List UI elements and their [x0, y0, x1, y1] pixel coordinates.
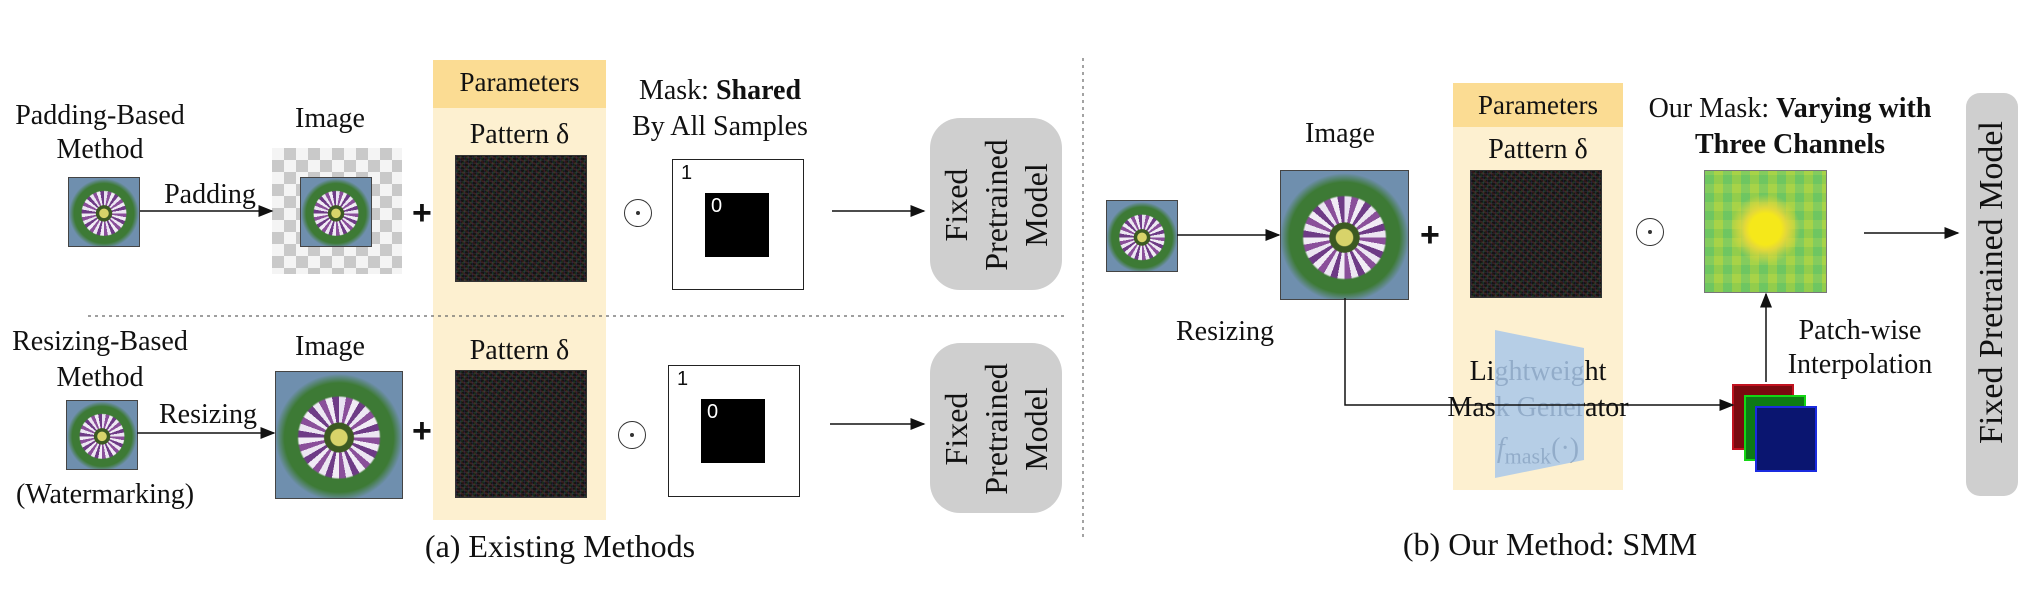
params-header-a: Parameters	[433, 60, 606, 108]
top-shared-mask: 1 0	[672, 159, 804, 290]
top-mask-inner: 0	[705, 193, 769, 257]
bottom-mask-inner: 0	[701, 399, 765, 463]
top-hadamard-operator	[624, 199, 652, 227]
smm-mask-label-bold-line1: Varying with	[1776, 93, 1932, 124]
mask-generator-trapezoid	[1495, 330, 1584, 478]
top-mask-label: Mask: Shared	[620, 74, 820, 108]
smm-pattern-label: Pattern δ	[1488, 134, 1588, 165]
resizing-method-label-line3: (Watermarking)	[15, 479, 195, 510]
caption-existing-methods: (a) Existing Methods	[424, 528, 696, 564]
interp-label-line1: Patch-wise	[1798, 315, 1922, 346]
resized-image	[275, 371, 403, 499]
resizing-method-label-line2: Method	[56, 362, 144, 393]
smm-image-label: Image	[1305, 118, 1375, 149]
padding-arrow-label: Padding	[164, 179, 256, 210]
padded-image-content	[300, 177, 372, 247]
top-fixed-model	[930, 118, 1062, 290]
top-input-image	[68, 177, 140, 247]
smm-plus-operator: +	[1420, 216, 1440, 254]
top-plus-operator: +	[412, 194, 432, 232]
top-mask-label-line2: By All Samples	[632, 111, 808, 142]
image-to-generator-line	[1344, 298, 1735, 411]
params-header-b: Parameters	[1453, 83, 1623, 127]
smm-mask-label-line2: Three Channels	[1630, 128, 1950, 162]
channel-blue	[1755, 406, 1817, 472]
padding-method-label-line1: Padding-Based	[15, 100, 185, 131]
top-image-label: Image	[295, 103, 365, 134]
bottom-pattern-delta	[455, 370, 587, 498]
bottom-mask-inner-value: 0	[707, 401, 719, 423]
smm-resized-image	[1280, 170, 1409, 300]
top-pattern-label: Pattern δ	[469, 119, 570, 150]
top-pattern-delta	[455, 155, 587, 282]
smm-varying-mask	[1704, 170, 1827, 293]
bottom-image-label: Image	[295, 331, 365, 362]
bottom-input-image	[66, 400, 138, 470]
bottom-hadamard-operator	[618, 421, 646, 449]
bottom-shared-mask: 1 0	[668, 365, 800, 497]
smm-input-image	[1106, 200, 1178, 272]
smm-mask-label-bold-line2: Three Channels	[1694, 129, 1886, 160]
smm-fixed-model	[1966, 93, 2018, 496]
smm-hadamard-operator	[1636, 218, 1664, 246]
top-mask-label-bold: Shared	[715, 75, 802, 106]
bottom-mask-outer-value: 1	[677, 368, 689, 390]
resizing-method-label-line1: Resizing-Based	[12, 326, 188, 357]
caption-smm: (b) Our Method: SMM	[1402, 526, 1698, 562]
smm-mask-label-prefix: Our Mask:	[1648, 93, 1777, 124]
padding-method-label-line2: Method	[56, 134, 144, 165]
smm-resizing-label: Resizing	[1176, 316, 1274, 347]
smm-mask-label: Our Mask: Varying with	[1630, 92, 1950, 126]
top-mask-label-prefix: Mask:	[638, 75, 716, 106]
top-mask-inner-value: 0	[711, 195, 723, 217]
bottom-plus-operator: +	[412, 412, 432, 450]
bottom-fixed-model	[930, 343, 1062, 513]
resizing-arrow-label: Resizing	[159, 399, 257, 430]
interp-label-line2: Interpolation	[1787, 349, 1933, 380]
smm-pattern-delta	[1470, 170, 1602, 298]
top-mask-outer-value: 1	[681, 162, 693, 184]
bottom-pattern-label: Pattern δ	[469, 335, 570, 366]
